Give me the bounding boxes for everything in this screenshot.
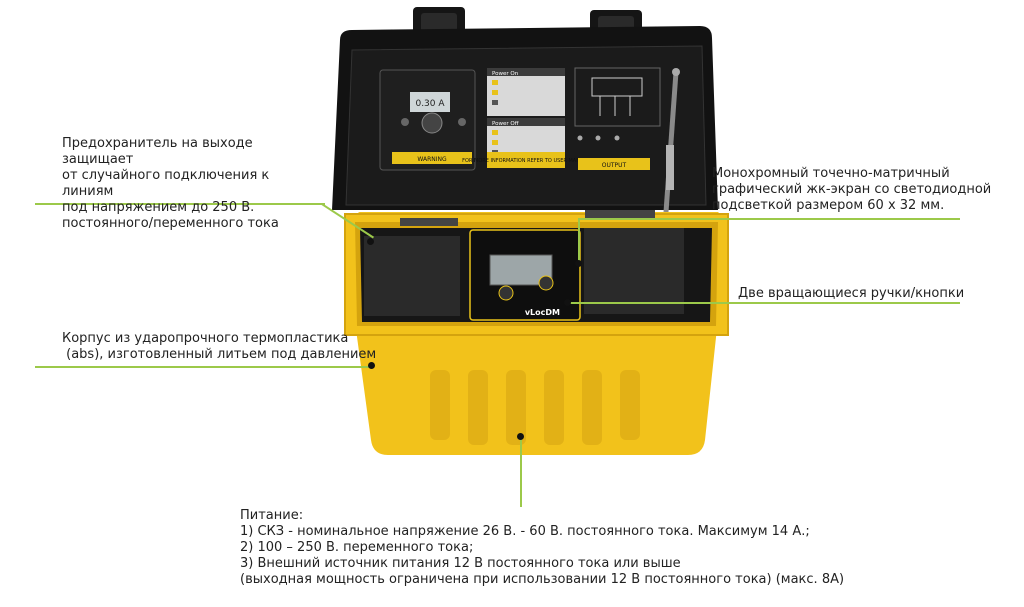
lid-screen-value: 0.30 A	[415, 99, 445, 109]
power-off-heading: Power Off	[492, 121, 519, 127]
callout-fuse-line: постоянного/переменного тока	[62, 216, 279, 231]
callout-lcd-line: подсветкой размером 60 x 32 мм.	[712, 198, 945, 213]
callout-dot-knobs	[564, 299, 571, 306]
callout-knobs-line: Две вращающиеся ручки/кнопки	[738, 286, 965, 301]
grille-right	[584, 228, 684, 314]
power-title: Питание:	[240, 508, 304, 523]
callout-housing-line: (abs), изготовленный литьем под давление…	[62, 347, 377, 362]
callout-fuse-line: Предохранитель на выходе защищает	[62, 136, 253, 167]
callout-dot-housing	[368, 362, 375, 369]
callout-line-housing	[35, 366, 371, 368]
knob-left	[498, 285, 514, 301]
callout-housing-line: Корпус из ударопрочного термопластика	[62, 331, 349, 346]
warning-label: WARNING	[417, 156, 447, 163]
callout-dot-fuse	[367, 238, 374, 245]
lid-diagram-left: 0.30 A WARNING	[379, 69, 476, 171]
lid-diagram-right: OUTPUT	[574, 67, 661, 170]
output-label: OUTPUT	[602, 162, 627, 169]
callout-line-lcd-vert	[578, 218, 580, 262]
knob-right	[538, 275, 554, 291]
callout-fuse-line: под напряжением до 250 В.	[62, 200, 255, 215]
callout-line-power	[520, 437, 522, 507]
power-item: (выходная мощность ограничена при исполь…	[240, 572, 845, 587]
callout-lcd-line: графический жк-экран со светодиодной	[712, 182, 992, 197]
callout-lcd-line: Монохромный точечно-матричный	[712, 166, 950, 181]
power-item: 3) Внешний источник питания 12 В постоян…	[240, 556, 681, 571]
callout-dot-power	[517, 433, 524, 440]
callout-line-knobs	[568, 302, 960, 304]
callout-line-lcd	[578, 218, 960, 220]
callout-lcd: Монохромный точечно-матричный графически…	[712, 166, 1012, 214]
callout-fuse-line: от случайного подключения к линиям	[62, 168, 270, 199]
callout-housing: Корпус из ударопрочного термопластика (a…	[62, 331, 382, 363]
power-on-heading: Power On	[492, 71, 519, 77]
power-info: Питание: 1) СКЗ - номинальное напряжение…	[240, 508, 845, 588]
lid-instructions: Power On Power Off FOR MORE INFORMATION …	[462, 68, 590, 168]
power-item: 2) 100 – 250 В. переменного тока;	[240, 540, 474, 555]
callout-dot-lcd	[575, 260, 582, 267]
callout-fuse: Предохранитель на выходе защищает от слу…	[62, 136, 322, 232]
grille-left	[364, 236, 460, 316]
manual-note: FOR MORE INFORMATION REFER TO USER MANUA…	[462, 158, 590, 164]
callout-knobs: Две вращающиеся ручки/кнопки	[738, 286, 998, 302]
callout-line-fuse	[35, 203, 325, 205]
brand-logo: vLocDM	[525, 308, 560, 317]
power-item: 1) СКЗ - номинальное напряжение 26 В. - …	[240, 524, 810, 539]
case-ribs	[430, 370, 640, 445]
